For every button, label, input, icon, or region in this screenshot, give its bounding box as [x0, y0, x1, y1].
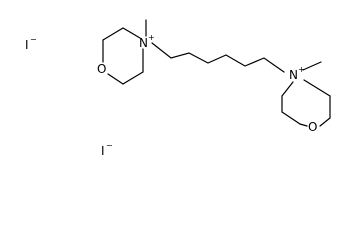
hexyl-chain	[151, 42, 285, 73]
bond-left-ring-top	[102, 27, 124, 41]
chemical-structure-diagram: N + O N + O I − I −	[25, 19, 331, 158]
left-oxygen-label: O	[97, 62, 106, 76]
bond-left-ring-bottom	[122, 71, 144, 85]
bond-left-o-ring-bottom	[107, 73, 124, 85]
bond-right-n-ring-left	[281, 81, 294, 97]
right-nitrogen-label: N	[289, 68, 298, 82]
iodide-ion-top: I	[25, 38, 29, 52]
left-nitrogen-charge: +	[148, 33, 155, 42]
right-nitrogen-charge: +	[298, 65, 305, 74]
hexyl-zigzag	[151, 42, 285, 73]
bond-right-n-methyl	[302, 61, 322, 71]
bond-right-ring-o-left	[299, 123, 308, 127]
right-morpholine-ring	[281, 79, 331, 127]
bond-right-o-ring-right	[319, 117, 331, 127]
iodide-ion-bottom: I	[101, 144, 105, 158]
bond-right-ring-left-bottom	[281, 111, 301, 125]
left-nitrogen-label: N	[139, 36, 148, 50]
iodide-ion-top-charge: −	[30, 35, 37, 44]
bond-right-ring-right-n	[303, 79, 331, 97]
right-oxygen-label: O	[308, 120, 317, 134]
left-morpholine-ring	[102, 27, 144, 85]
bond-left-n-ring-top	[122, 27, 141, 39]
iodide-ion-bottom-charge: −	[106, 141, 113, 150]
